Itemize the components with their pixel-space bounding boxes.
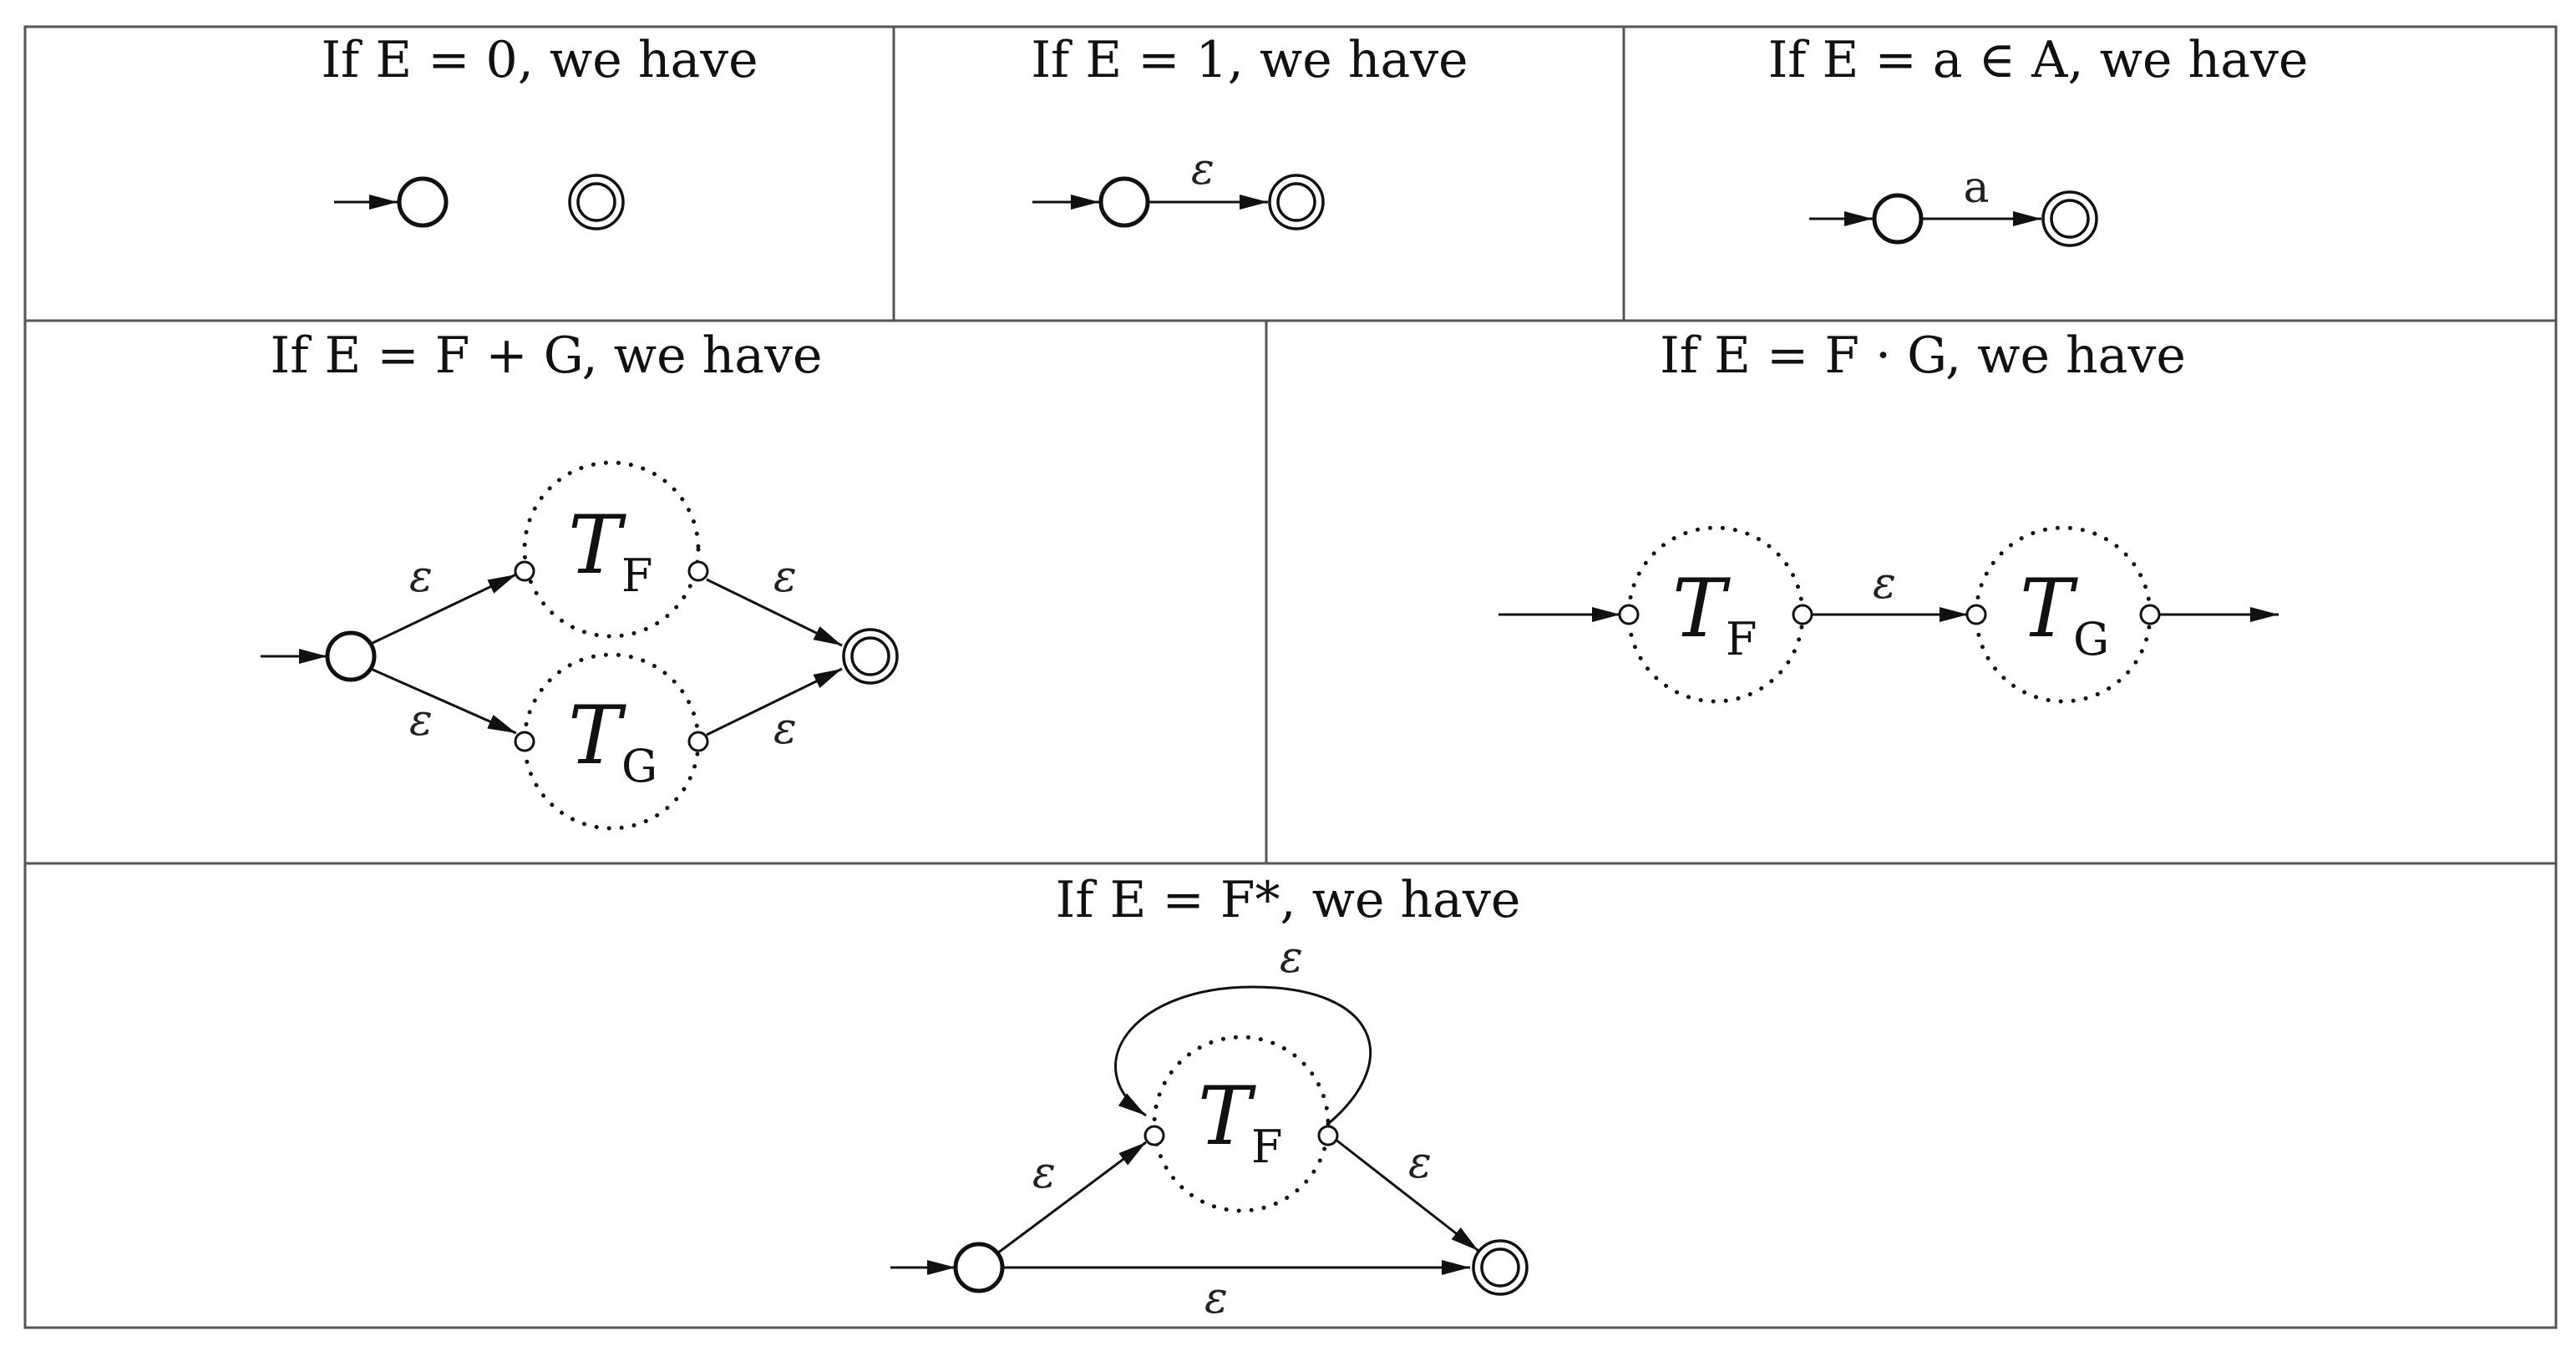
cell-one: If E = 1, we have ε [1031,31,1468,230]
cell-letter: If E = a ∈ A, we have a [1768,31,2309,247]
initial-state [1098,176,1150,228]
port-f-out [1792,604,1813,625]
port-f-in [1143,1125,1165,1146]
final-state [1472,1239,1529,1296]
final-state [842,628,899,685]
box-label-f: TF [1198,1070,1283,1173]
port-f-out [687,560,709,582]
caption-zero: If E = 0, we have [321,31,758,89]
edge-label: ε [773,704,797,754]
automaton-box-f [522,460,701,639]
caption-product: If E = F · G, we have [1660,326,2186,385]
port-f-in [514,560,535,582]
edge-label: ε [1408,1138,1432,1188]
epsilon-edge-from-g [706,667,843,736]
epsilon-loop-edge [1114,985,1372,1126]
box-label-f: TF [568,498,653,602]
edge-label: ε [1191,144,1214,195]
cell-sum: If E = F + G, we have TF TG ε ε ε ε [261,326,899,831]
edge-label: a [1963,163,1989,213]
cell-product: If E = F · G, we have TF TG ε [1498,326,2279,704]
epsilon-edge-from-f [706,578,843,647]
port-g-out [687,731,709,752]
initial-state [1872,193,1924,245]
box-label-g: TG [568,689,657,792]
final-state [2041,190,2098,247]
edge-label: ε [1032,1148,1056,1198]
caption-letter: If E = a ∈ A, we have [1768,31,2309,89]
figure-border [23,25,2558,1329]
caption-one: If E = 1, we have [1031,31,1468,89]
edge-label: ε [409,696,433,746]
epsilon-edge-exit [1334,1137,1479,1252]
port-g-in [1965,604,1987,625]
epsilon-edge-to-g [370,667,517,735]
edge-label: ε [1280,933,1303,983]
caption-sum: If E = F + G, we have [271,326,823,385]
initial-state [325,630,377,682]
final-state [568,174,625,230]
port-f-out [1317,1125,1339,1146]
initial-state [397,176,449,228]
box-label-f: TF [1672,562,1757,665]
cell-star: If E = F*, we have TF ε ε ε ε [890,871,1529,1323]
edge-label: ε [773,552,797,602]
final-state [1268,174,1325,230]
epsilon-edge-to-f [370,573,517,645]
port-f-in [1618,604,1640,625]
cell-zero: If E = 0, we have [321,31,758,230]
box-label-g: TG [2020,562,2109,665]
edge-label: ε [1204,1273,1228,1323]
edge-label: ε [1873,559,1896,609]
initial-state [953,1242,1005,1293]
epsilon-edge-enter [996,1141,1147,1255]
port-g-out [2139,604,2161,625]
port-g-in [514,731,535,752]
caption-star: If E = F*, we have [1056,871,1521,929]
edge-label: ε [409,552,433,602]
